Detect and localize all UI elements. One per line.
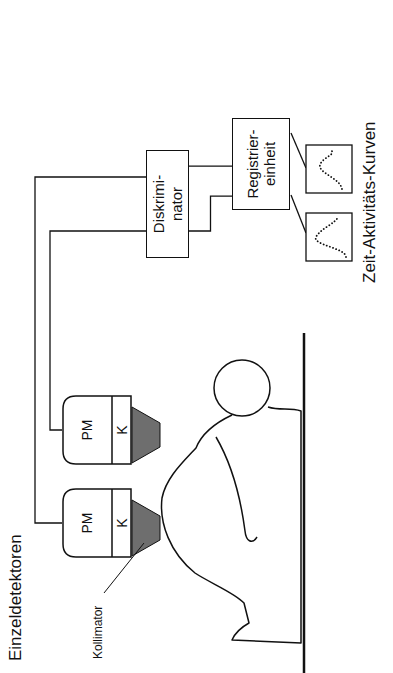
photomultiplier-label: PM [62,395,112,465]
signal-wire [291,133,306,168]
discriminator-box: Diskrimi- nator [146,150,189,258]
crystal-label: K [112,395,132,465]
detector: PMK [62,395,132,465]
detector-label: Einzeldetektoren [6,534,26,661]
patient-body [162,407,301,643]
signal-wire [35,177,146,523]
collimator-cone [132,407,160,463]
signal-wire [291,195,306,233]
signal-wire [189,166,232,167]
detector-shape [63,489,131,557]
time-activity-curve [316,217,346,257]
table-line [303,333,306,673]
crystal-label: K [112,488,132,558]
detector: PMK [62,488,132,558]
patient-arm [216,437,257,541]
box-text: Registrier- einheit [244,129,279,198]
curve-plot [306,213,352,261]
curve-plot [306,145,352,193]
photomultiplier-label: PM [62,488,112,558]
patient-head [214,360,270,416]
time-activity-curve [320,149,342,189]
collimator-label: Kollimator [92,606,106,659]
box-text: Diskrimi- nator [150,175,185,233]
collimator-cone [132,500,160,556]
signal-wire [189,196,232,231]
recorder-box: Registrier- einheit [232,118,290,210]
caption-label: Zeit-Aktivitäts-Kurven [360,121,380,283]
detector-shape [63,396,131,464]
